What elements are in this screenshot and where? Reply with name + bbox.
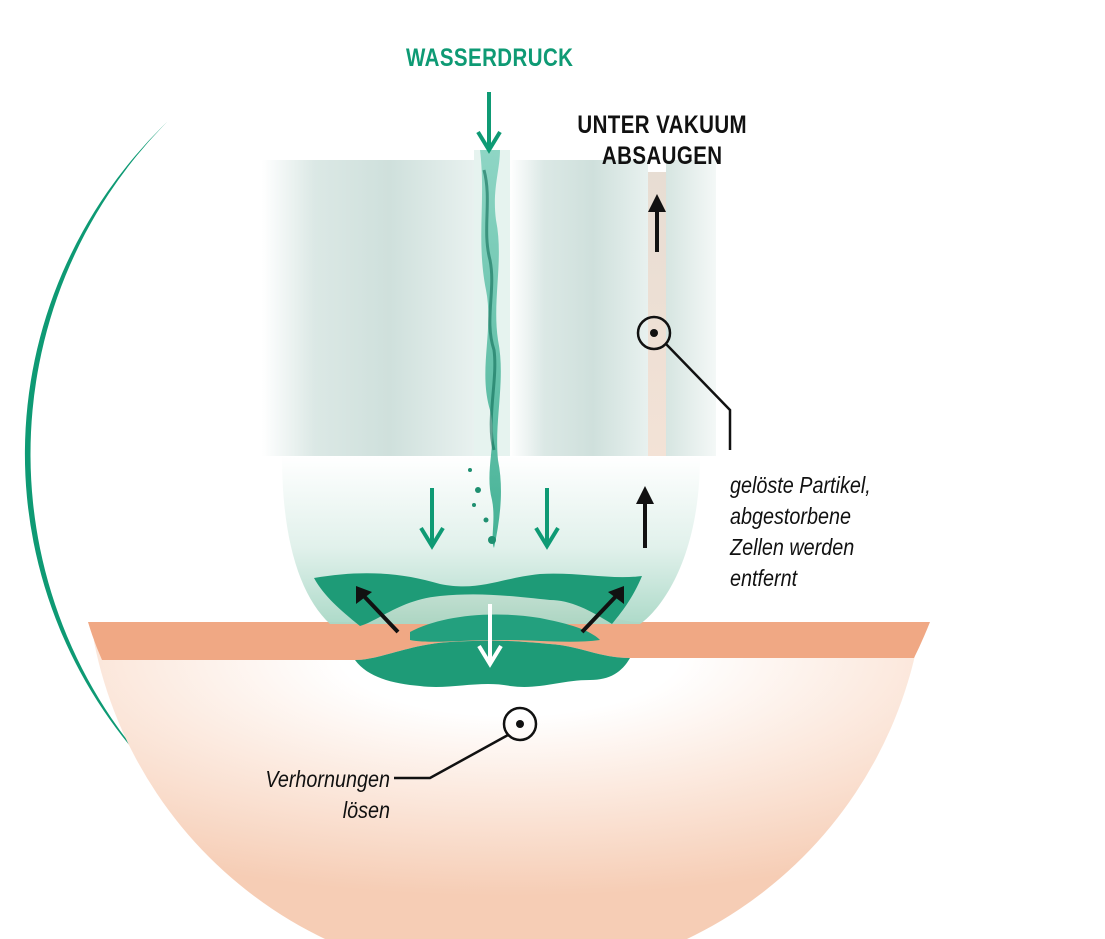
vacuum-channel (648, 172, 666, 456)
callout-target-icon (636, 315, 672, 351)
arrow-up-icon (636, 486, 654, 548)
keratin-dissolve-label: Verhornungen lösen (227, 764, 390, 826)
water-pool (314, 573, 642, 626)
callout-line-keratin (394, 733, 509, 780)
note-line: Verhornungen (265, 766, 390, 792)
water-pressure-label: WASSERDRUCK (406, 44, 574, 72)
handpiece-right-block (666, 160, 716, 456)
arrow-down-icon (534, 488, 560, 550)
note-line: abgestorbene (730, 503, 851, 529)
handpiece-left-block (262, 160, 474, 456)
water-jet (468, 150, 501, 548)
particles-removed-label: gelöste Partikel, abgestorbene Zellen we… (730, 470, 871, 594)
arrow-up-icon (648, 194, 666, 252)
vacuum-suction-label: UNTER VAKUUM ABSAUGEN (572, 110, 752, 172)
callout-line-particles (665, 343, 732, 450)
arrow-up-icon (580, 586, 624, 634)
note-line: Zellen werden (730, 534, 855, 560)
vacuum-label-line: UNTER VAKUUM (577, 111, 748, 139)
handpiece-middle-block (510, 160, 648, 456)
water-dome (410, 614, 600, 642)
callout-target-icon (502, 706, 538, 742)
arrow-down-icon (476, 92, 502, 154)
vacuum-label-line: ABSAUGEN (601, 142, 723, 170)
note-line: lösen (342, 797, 390, 823)
note-line: gelöste Partikel, (730, 472, 871, 498)
arrow-up-icon (356, 586, 400, 634)
water-penetration (355, 640, 630, 687)
note-line: entfernt (730, 565, 798, 591)
arrow-down-icon (477, 604, 503, 668)
arrow-down-icon (419, 488, 445, 550)
